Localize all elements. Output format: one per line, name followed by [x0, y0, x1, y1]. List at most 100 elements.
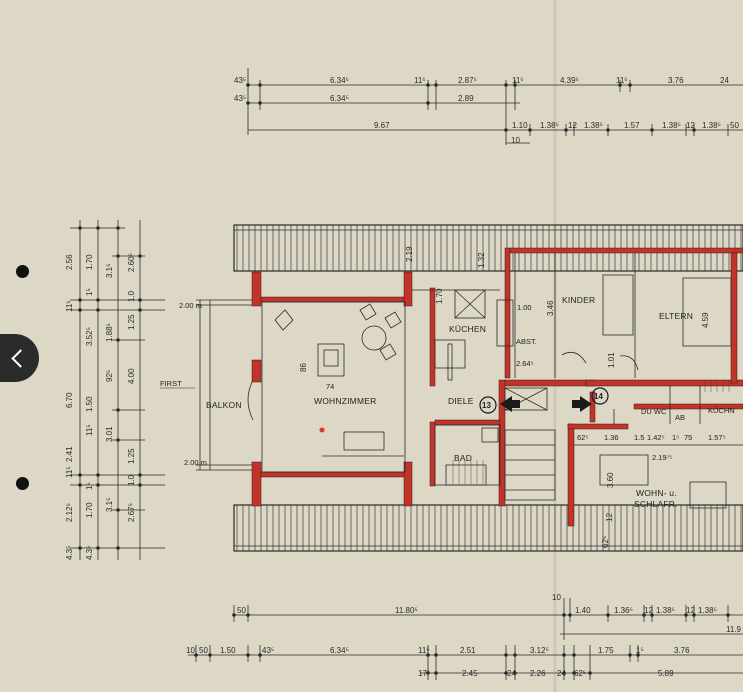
dim-label: 9.67	[374, 121, 390, 130]
dim-label: 1.32	[477, 252, 486, 268]
dim-label: 11⁵	[414, 76, 426, 85]
dim-label: 1.57	[624, 121, 640, 130]
dim-label: 4.39⁵	[560, 76, 579, 85]
bottom-dimension-ticks	[194, 613, 730, 675]
dim-label: 1.70	[85, 254, 94, 270]
room-label-ab: AB	[675, 413, 685, 422]
room-label-wohn: WOHN- u.	[636, 488, 677, 498]
dim-label: 43⁵	[234, 76, 246, 85]
dim-label: 1.0	[127, 290, 136, 302]
dim-label: 11.9	[726, 625, 742, 634]
unit-marker-icon	[591, 387, 609, 405]
dim-label: 1.36⁵	[614, 606, 633, 615]
dim-label: 3.52⁵	[85, 327, 94, 346]
dim-label: 1.0	[127, 474, 136, 486]
dim-label: 1⁵	[636, 646, 644, 655]
dim-label: 11.80⁵	[395, 606, 418, 615]
dim-label: 43⁵	[234, 94, 246, 103]
kitchen-hatch	[700, 380, 730, 392]
room-label-abst: ABST.	[516, 337, 537, 346]
back-button[interactable]	[0, 334, 39, 382]
room-label-wc: DU WC	[641, 407, 667, 416]
punch-hole	[16, 477, 29, 490]
dim-label: 2.19	[405, 246, 414, 262]
dim-label: 17⁵	[418, 669, 430, 678]
room-label-bad: BAD	[454, 453, 472, 463]
dim-label: 2.67⁵	[127, 503, 136, 522]
dim-label: 92⁵	[105, 370, 114, 382]
dim-label: 1.36	[604, 433, 619, 442]
dim-label: 2.64⁵	[516, 359, 534, 368]
dim-label: 1.5	[634, 433, 644, 442]
balkon-width-label: 2.00 m	[184, 458, 207, 467]
dim-label: 2.87⁵	[458, 76, 477, 85]
dim-label: 10	[511, 136, 520, 145]
balcony-outline	[196, 299, 254, 471]
dim-label: 2.19⁷⁵	[652, 453, 672, 462]
left-dimension-text: 2.56 11⁵ 6.70 2.41 11⁵ 2.12⁵ 4.3⁵ 1.70 1…	[65, 253, 136, 560]
dim-label: 6.34⁵	[330, 94, 349, 103]
dim-label: 3.46	[546, 300, 555, 316]
dim-label: 2.60⁵	[127, 253, 136, 272]
dim-label: 2.89	[458, 94, 474, 103]
dim-label: 11⁵	[616, 76, 628, 85]
roof-band-bottom	[233, 504, 743, 552]
room-label-balkon: BALKON	[206, 400, 242, 410]
dim-label: 11⁵	[512, 76, 524, 85]
chevron-left-icon	[11, 348, 30, 368]
dim-label: 1.40	[575, 606, 591, 615]
dim-label: 2.41	[65, 446, 74, 462]
dim-label: 75	[684, 433, 692, 442]
dim-label: 1.70	[85, 502, 94, 518]
dim-label: 24	[557, 669, 566, 678]
dim-label: 62⁵	[574, 669, 586, 678]
dim-label: 3.1⁵	[105, 264, 114, 278]
dim-label: 12	[686, 121, 695, 130]
unit-number-13: 13	[482, 401, 491, 410]
dim-label: 3.76	[674, 646, 690, 655]
room-label-schlafr: SCHLAFR.	[634, 499, 678, 509]
dim-label: 1.42⁵	[647, 433, 665, 442]
dim-label: 1.25	[127, 314, 136, 330]
balkon-width-label: 2.00 m	[179, 301, 202, 310]
red-mark	[319, 427, 325, 433]
dim-label: 43⁵	[262, 646, 274, 655]
top-dimension-text: 43⁵ 6.34⁵ 11⁵ 2.87⁵ 11⁵ 4.39⁵ 11⁵ 3.76 2…	[234, 76, 739, 145]
dim-label: 4.00	[127, 368, 136, 384]
dim-label: 6.34⁵	[330, 76, 349, 85]
dim-label: 3.76	[668, 76, 684, 85]
dim-label: 2.56	[65, 254, 74, 270]
entry-arrow-left-icon	[500, 396, 520, 412]
dim-label: 1.75	[598, 646, 614, 655]
dim-label: 11⁵	[65, 466, 74, 478]
dim-label: 86	[299, 363, 308, 372]
left-dimension-ticks	[78, 226, 142, 550]
dim-label: 12	[644, 606, 653, 615]
dim-label: 12	[605, 513, 614, 522]
dim-label: 1.00	[517, 303, 532, 312]
dim-label: 3.01	[105, 426, 114, 442]
dim-label: 12	[568, 121, 577, 130]
entry-arrow-right-icon	[572, 396, 592, 412]
dim-label: 2.45	[462, 669, 478, 678]
room-label-diele: DIELE	[448, 396, 474, 406]
dim-label: 4.3⁵	[65, 546, 74, 560]
room-label-eltern: ELTERN	[659, 311, 693, 321]
room-label-wohnzimmer: WOHNZIMMER	[314, 396, 376, 406]
dim-label: 1.50	[220, 646, 236, 655]
dim-label: 6.34⁵	[330, 646, 349, 655]
dim-label: 74	[326, 382, 334, 391]
dim-label: 1⁵	[85, 288, 94, 296]
dim-label: 1⁵	[85, 482, 94, 490]
dim-label: 50	[237, 606, 246, 615]
dim-label: 2.26	[530, 669, 546, 678]
dim-label: 62⁵	[601, 536, 610, 548]
dim-label: 11⁵	[418, 646, 430, 655]
dim-label: 50	[199, 646, 208, 655]
unit-marker-icon	[479, 396, 497, 414]
dim-label: 6.70	[65, 392, 74, 408]
dim-label: 1.38⁵	[698, 606, 717, 615]
dim-label: 1.38⁵	[656, 606, 675, 615]
interior-dimension-text: 74 86 1.00 3.46 2.64⁵ 4.59 3.60 2.19 62⁵…	[299, 246, 726, 548]
